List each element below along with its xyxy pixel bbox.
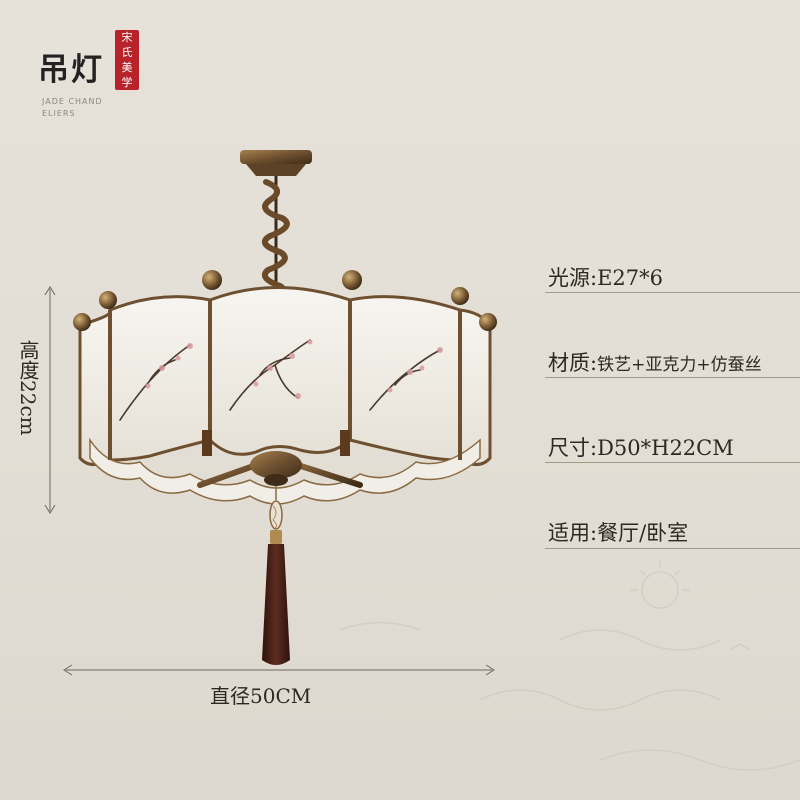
spec-label: 适用: <box>548 521 598 545</box>
brand-title: 吊灯 <box>38 52 104 88</box>
spec-size: 尺寸:D50*H22CM <box>548 432 734 462</box>
spec-value: 铁艺+亚克力+仿蚕丝 <box>597 355 762 375</box>
spec-value: E27*6 <box>597 266 663 290</box>
height-dimension-label: 高度22cm <box>16 340 40 436</box>
spec-divider <box>545 462 800 463</box>
brand-seal: 宋 氏 美 学 <box>115 30 139 90</box>
spec-material: 材质:铁艺+亚克力+仿蚕丝 <box>548 347 762 377</box>
spec-divider <box>545 377 800 378</box>
seal-char-3: 美 <box>121 61 133 74</box>
spec-value: D50*H22CM <box>597 436 734 460</box>
brand-subtitle-line2: ELIERS <box>42 109 76 118</box>
double-arrow-horizontal-icon <box>63 664 495 676</box>
spec-light-source: 光源:E27*6 <box>548 262 663 292</box>
lamp-finials <box>73 270 497 331</box>
lamp-center-hub <box>250 451 302 479</box>
spec-divider <box>545 548 800 549</box>
spec-label: 尺寸: <box>548 436 598 460</box>
seal-char-4: 学 <box>121 76 133 89</box>
brand-subtitle: JADE CHAND ELIERS <box>42 96 132 120</box>
spec-label: 光源: <box>548 266 598 290</box>
lamp-canopy <box>240 150 312 164</box>
spec-label: 材质: <box>548 351 598 375</box>
tassel <box>262 544 290 665</box>
seal-char-2: 氏 <box>121 46 133 59</box>
lamp-shade-panels <box>78 286 492 466</box>
spec-value: 餐厅/卧室 <box>597 521 689 545</box>
spec-usage: 适用:餐厅/卧室 <box>548 517 688 547</box>
lamp-chain <box>261 176 290 305</box>
double-arrow-vertical-icon <box>44 286 56 514</box>
brand-subtitle-line1: JADE CHAND <box>42 97 103 106</box>
seal-char-1: 宋 <box>121 31 133 44</box>
spec-divider <box>545 292 800 293</box>
diameter-dimension-label: 直径50CM <box>210 684 312 708</box>
pendant-lamp-image <box>73 150 497 665</box>
blossom-dots <box>145 339 443 399</box>
